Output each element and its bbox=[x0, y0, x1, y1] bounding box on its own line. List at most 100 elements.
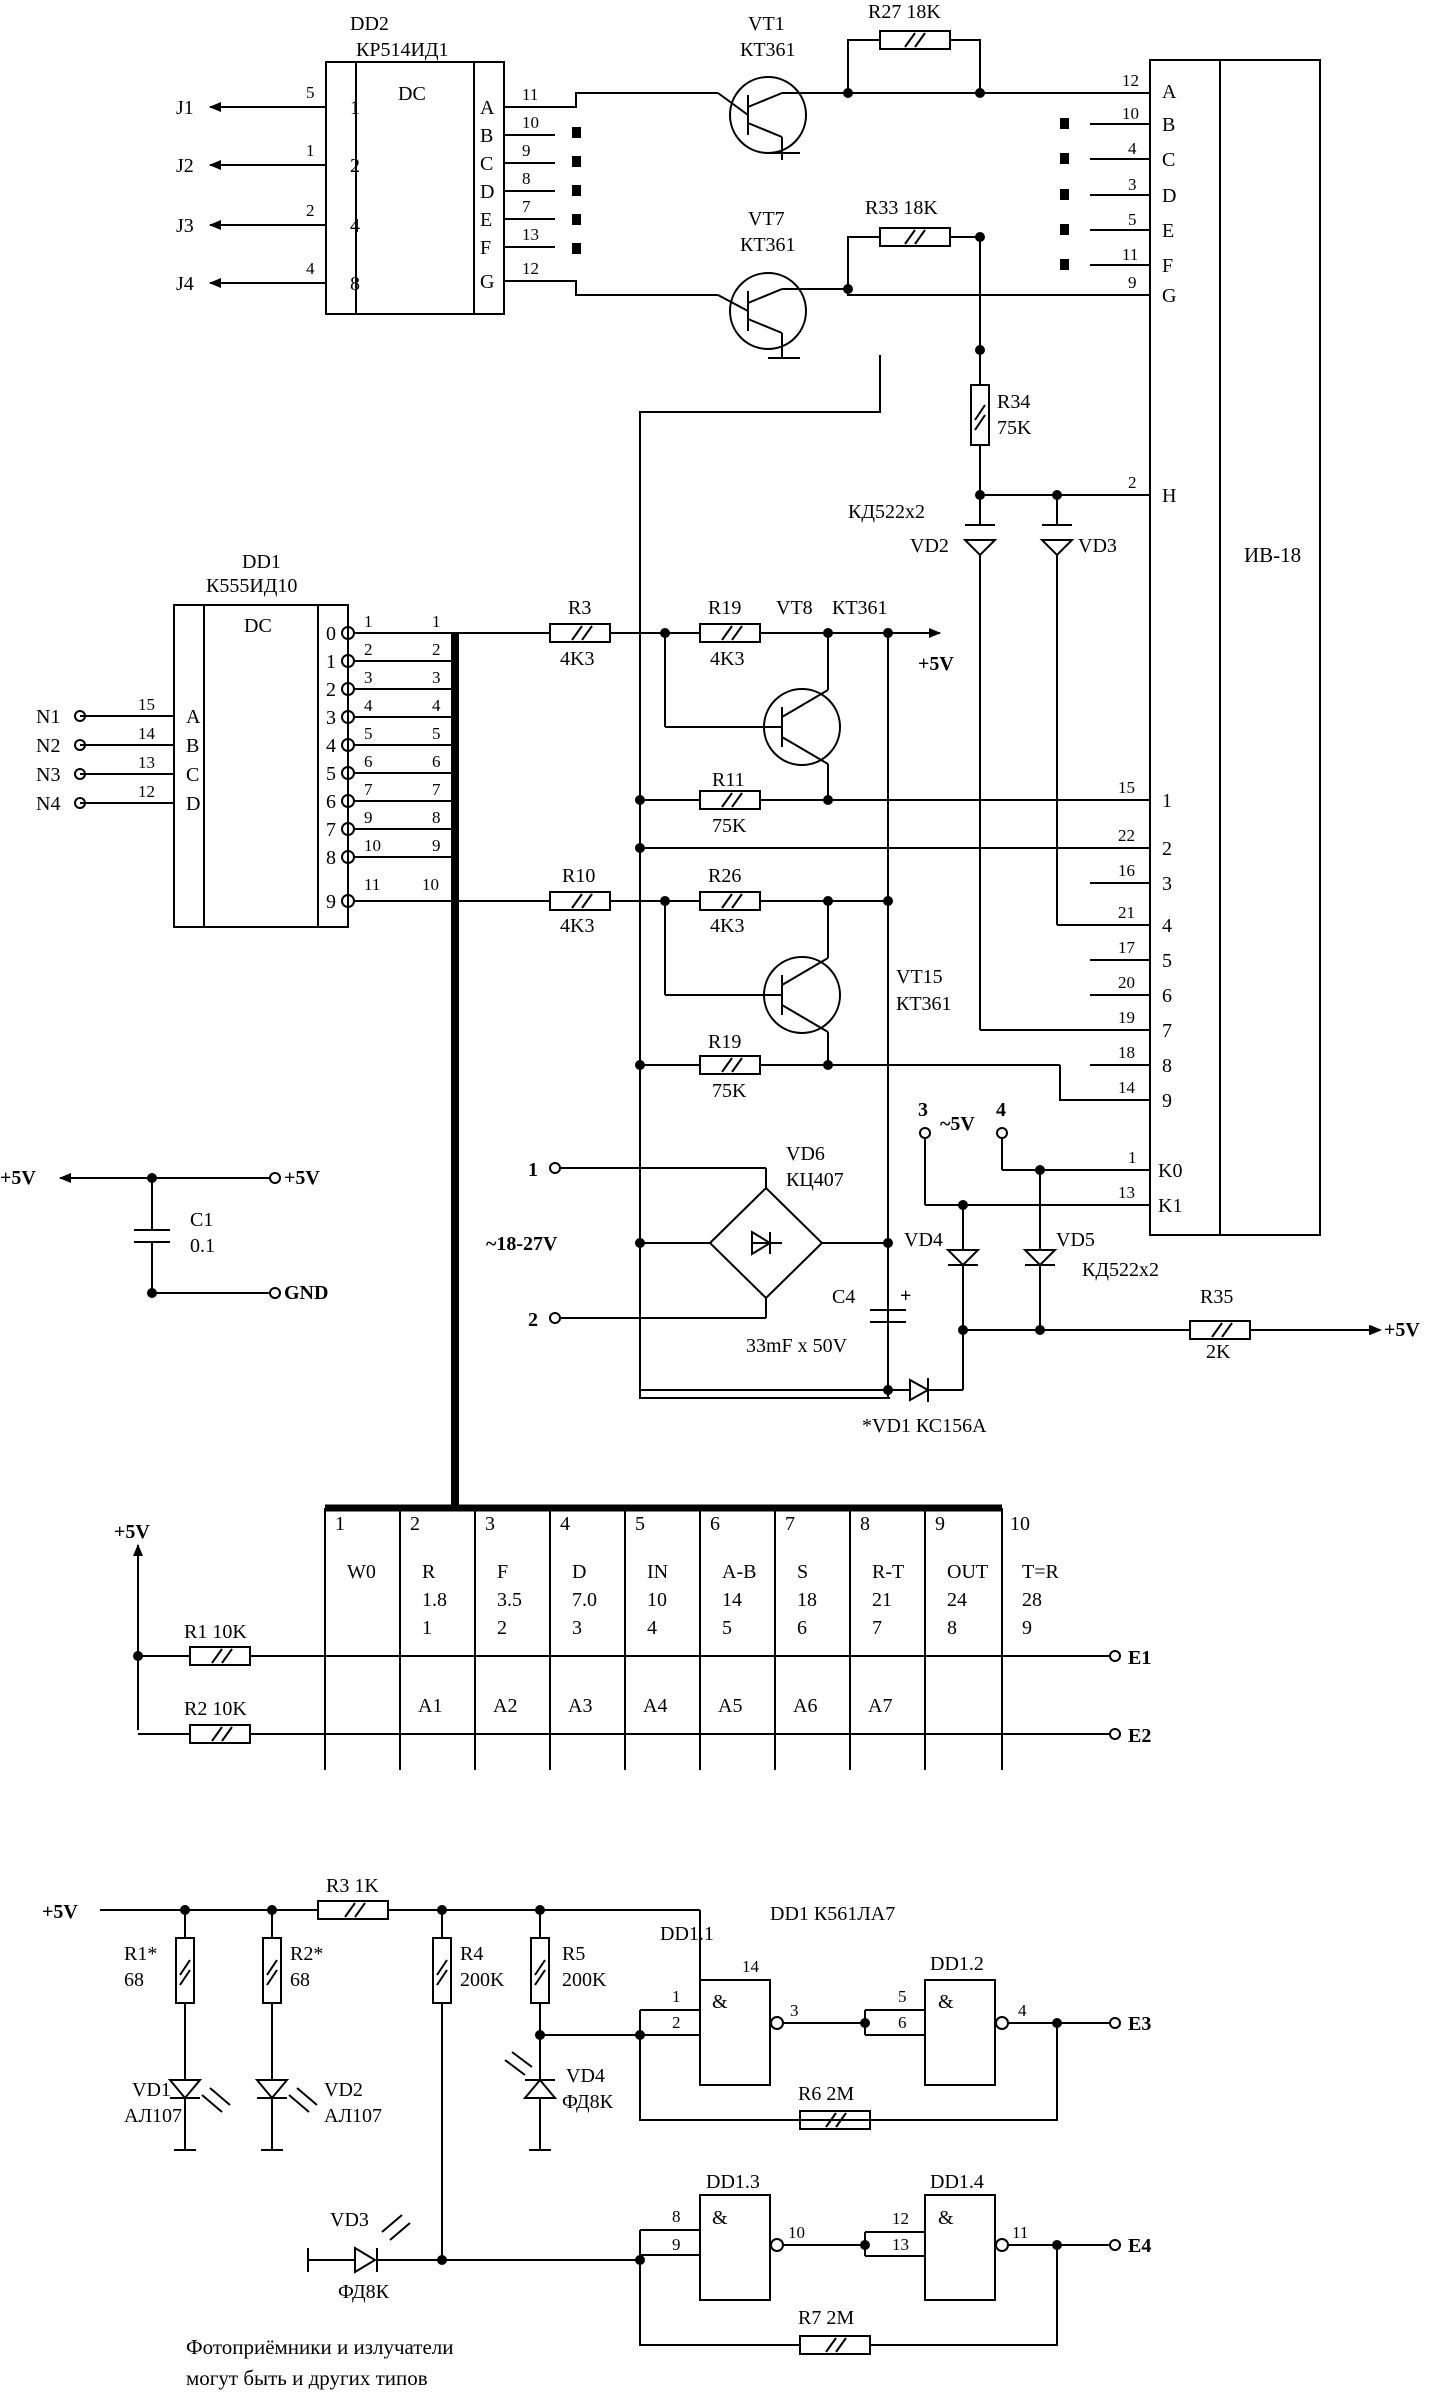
dd2-out-label: B bbox=[480, 125, 493, 147]
bottom-r5-ref: R5 bbox=[562, 1943, 585, 1965]
table-cell-n: 2 bbox=[410, 1513, 420, 1535]
table-cell-e2: A2 bbox=[493, 1695, 517, 1717]
dd1-net: N1 bbox=[36, 706, 60, 728]
bus-line: 8 bbox=[432, 808, 441, 827]
dd2-in-pin: 5 bbox=[306, 83, 315, 102]
gate-ref: DD1.4 bbox=[930, 2171, 984, 2193]
gate-in-pin: 9 bbox=[672, 2235, 681, 2254]
vd1-zener: *VD1 КС156А bbox=[862, 1415, 987, 1437]
table-cell-a: T=R bbox=[1022, 1561, 1059, 1583]
dd1-ref: DD1 bbox=[242, 551, 281, 573]
table-cell-c: 4 bbox=[647, 1617, 657, 1639]
gate-sym: & bbox=[712, 1991, 728, 2013]
c4-ref: C4 bbox=[832, 1286, 855, 1308]
bottom-note-line2: могут быть и других типов bbox=[186, 2366, 428, 2390]
dd1-in-label: D bbox=[186, 793, 200, 815]
iv18-grid-pin: 14 bbox=[1118, 1078, 1136, 1097]
gate-in-pin: 12 bbox=[892, 2209, 909, 2228]
bottom-r2-value: 68 bbox=[290, 1969, 310, 1991]
dd1-out: 6 bbox=[326, 791, 336, 813]
c1-ref: C1 bbox=[190, 1209, 213, 1231]
bus-line: 2 bbox=[432, 640, 441, 659]
table-e1: E1 bbox=[1128, 1647, 1151, 1669]
table-r1: R1 10K bbox=[184, 1621, 247, 1643]
bottom-vd1-ref: VD1 bbox=[132, 2079, 171, 2101]
dd2-out-label: E bbox=[480, 209, 492, 231]
table-cell-n: 10 bbox=[1010, 1513, 1030, 1535]
dd1-out: 1 bbox=[326, 651, 336, 673]
iv18-h-pin: 2 bbox=[1128, 473, 1137, 492]
r35-value: 2K bbox=[1206, 1341, 1231, 1363]
dd1-part: К555ИД10 bbox=[206, 575, 297, 597]
iv18-grid-pin: 21 bbox=[1118, 903, 1135, 922]
dd2-out-pin: 10 bbox=[522, 113, 539, 132]
c1-gnd: GND bbox=[284, 1282, 328, 1304]
vt7-part: КТ361 bbox=[740, 234, 796, 256]
bottom-vd4-part: ФД8К bbox=[562, 2091, 614, 2113]
table-cell-a: F bbox=[497, 1561, 508, 1583]
table-cell-b: 7.0 bbox=[572, 1589, 597, 1611]
iv18-grid-pin: 20 bbox=[1118, 973, 1135, 992]
dd1-net: N2 bbox=[36, 735, 60, 757]
dd2-out-pin: 11 bbox=[522, 85, 538, 104]
iv18-seg-pin: 9 bbox=[1128, 273, 1137, 292]
table-cell-e2: A1 bbox=[418, 1695, 442, 1717]
dd1-out: 2 bbox=[326, 679, 336, 701]
r27-label: R27 18K bbox=[868, 1, 941, 23]
dd2-out-pin: 13 bbox=[522, 225, 539, 244]
iv18-grid-label: 8 bbox=[1162, 1055, 1172, 1077]
vd6-part: КЦ407 bbox=[786, 1169, 844, 1191]
r19b-value: 75K bbox=[712, 1080, 747, 1102]
gate-ref: DD1.1 bbox=[660, 1923, 714, 1945]
table-r2: R2 10K bbox=[184, 1698, 247, 1720]
jack-label: J2 bbox=[176, 155, 194, 177]
dd1-in-pin: 15 bbox=[138, 695, 155, 714]
bottom-r3: R3 1K bbox=[326, 1875, 379, 1897]
gate-sym: & bbox=[938, 1991, 954, 2013]
iv18-k-label: K1 bbox=[1158, 1195, 1182, 1217]
ac-in-label: ~18-27V bbox=[486, 1233, 558, 1255]
vd2-ref: VD2 bbox=[910, 535, 949, 557]
vd6-ref: VD6 bbox=[786, 1143, 825, 1165]
dd2-out-label: G bbox=[480, 271, 494, 293]
iv18-seg-label: F bbox=[1162, 255, 1173, 277]
table-cell-c: 3 bbox=[572, 1617, 582, 1639]
r10-value: 4K3 bbox=[560, 915, 594, 937]
dd2-out-label: D bbox=[480, 181, 494, 203]
table-cell-a: W0 bbox=[347, 1561, 376, 1583]
table-cell-c: 2 bbox=[497, 1617, 507, 1639]
bus-line: 5 bbox=[432, 724, 441, 743]
iv18-name: ИВ-18 bbox=[1244, 543, 1301, 567]
dd2-in-label: 4 bbox=[350, 215, 360, 237]
ac-pin-3: 3 bbox=[918, 1099, 928, 1121]
dd1-out: 8 bbox=[326, 847, 336, 869]
r19b-ref: R19 bbox=[708, 1031, 741, 1053]
table-cell-a: D bbox=[572, 1561, 586, 1583]
r34-ref: R34 bbox=[997, 391, 1030, 413]
bottom-r2-ref: R2* bbox=[290, 1943, 323, 1965]
iv18-seg-pin: 4 bbox=[1128, 139, 1137, 158]
vd45-part: КД522x2 bbox=[1082, 1259, 1159, 1281]
dd1-out-pin: 11 bbox=[364, 875, 380, 894]
dd2-out-pin: 8 bbox=[522, 169, 531, 188]
vt15-part: КТ361 bbox=[896, 993, 952, 1015]
table-cell-a: OUT bbox=[947, 1561, 988, 1583]
dd1-in-label: A bbox=[186, 706, 201, 728]
bottom-vd3-ref: VD3 bbox=[330, 2209, 369, 2231]
dd2-in-label: 1 bbox=[350, 97, 360, 119]
r11-value: 75K bbox=[712, 815, 747, 837]
dd2-in-pin: 2 bbox=[306, 201, 315, 220]
bottom-r7: R7 2M bbox=[798, 2307, 854, 2329]
iv18-k-pin: 13 bbox=[1118, 1183, 1135, 1202]
iv18-seg-label: A bbox=[1162, 81, 1177, 103]
gate-in-pin: 1 bbox=[672, 1987, 681, 2006]
iv18-seg-label: C bbox=[1162, 149, 1175, 171]
vd3-ref: VD3 bbox=[1078, 535, 1117, 557]
r34-value: 75K bbox=[997, 417, 1032, 439]
table-cell-c: 9 bbox=[1022, 1617, 1032, 1639]
r26-ref: R26 bbox=[708, 865, 741, 887]
iv18-grid-label: 5 bbox=[1162, 950, 1172, 972]
vt8-ref: VT8 bbox=[776, 597, 813, 619]
iv18-grid-label: 4 bbox=[1162, 915, 1172, 937]
